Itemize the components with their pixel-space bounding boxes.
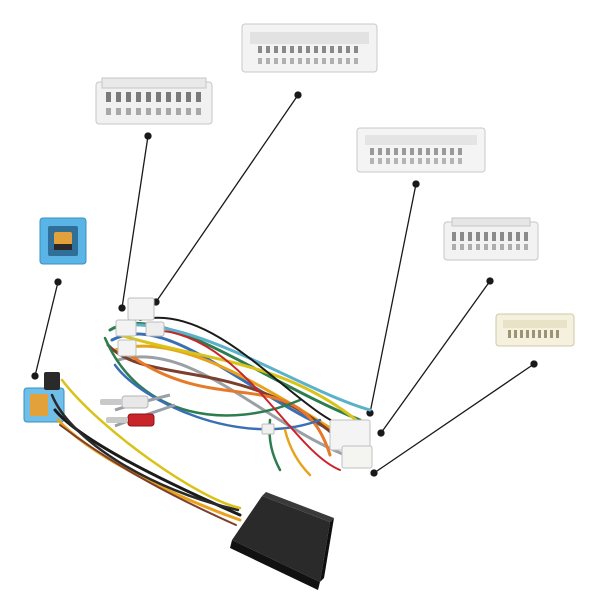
cream-connector-small xyxy=(495,313,575,347)
blue-connector xyxy=(39,217,87,265)
small-blue-connector-left xyxy=(23,372,65,423)
white-connector-right xyxy=(443,217,539,261)
bundle-connectors xyxy=(115,297,373,469)
white-connector-upper-left xyxy=(95,77,213,125)
module-cables xyxy=(50,378,242,526)
rca-plugs xyxy=(100,393,176,428)
white-connector-middle-right xyxy=(356,127,486,173)
module-box xyxy=(230,492,334,590)
leader-lines xyxy=(31,91,538,477)
white-connector-large-top xyxy=(241,23,378,73)
